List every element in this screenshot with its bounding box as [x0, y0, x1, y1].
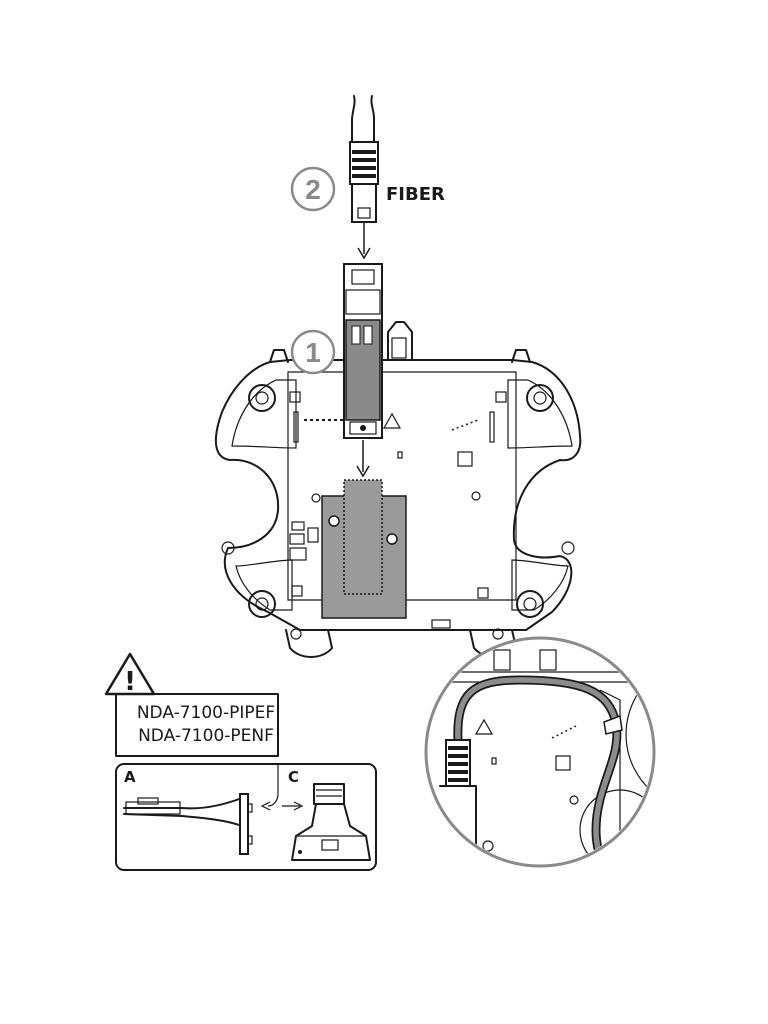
detail-zoom-circle [424, 636, 656, 868]
wall-arm-mount [123, 793, 253, 855]
warning-triangle-icon [382, 412, 402, 429]
callout-step-2-number: 2 [305, 174, 321, 205]
fiber-label: FIBER [386, 184, 445, 205]
model-name-1: NDA-7100-PIPEF [137, 703, 275, 723]
fiber-connector [349, 95, 379, 223]
arrow-down-icon [356, 465, 370, 478]
callout-step-1: 1 [290, 329, 336, 375]
module-slot [343, 479, 383, 595]
warning-symbol: ! [124, 667, 136, 697]
arrow-down-icon [357, 247, 371, 260]
warning-box: ! NDA-7100-PIPEF NDA-7100-PENF [104, 652, 279, 757]
panel-label-c: C [288, 768, 299, 786]
arrow-left-icon [260, 801, 271, 811]
arrow-right-icon [293, 801, 304, 811]
panel-label-a: A [124, 768, 136, 786]
sfp-module [343, 263, 383, 439]
model-name-2: NDA-7100-PENF [138, 726, 274, 746]
pendant-mount [291, 783, 371, 861]
callout-step-1-number: 1 [305, 337, 321, 368]
camera-base-board [214, 321, 582, 658]
callout-step-2: 2 [290, 166, 336, 212]
mount-options-panel: A C [115, 763, 377, 871]
warning-triangle-icon [104, 652, 156, 696]
